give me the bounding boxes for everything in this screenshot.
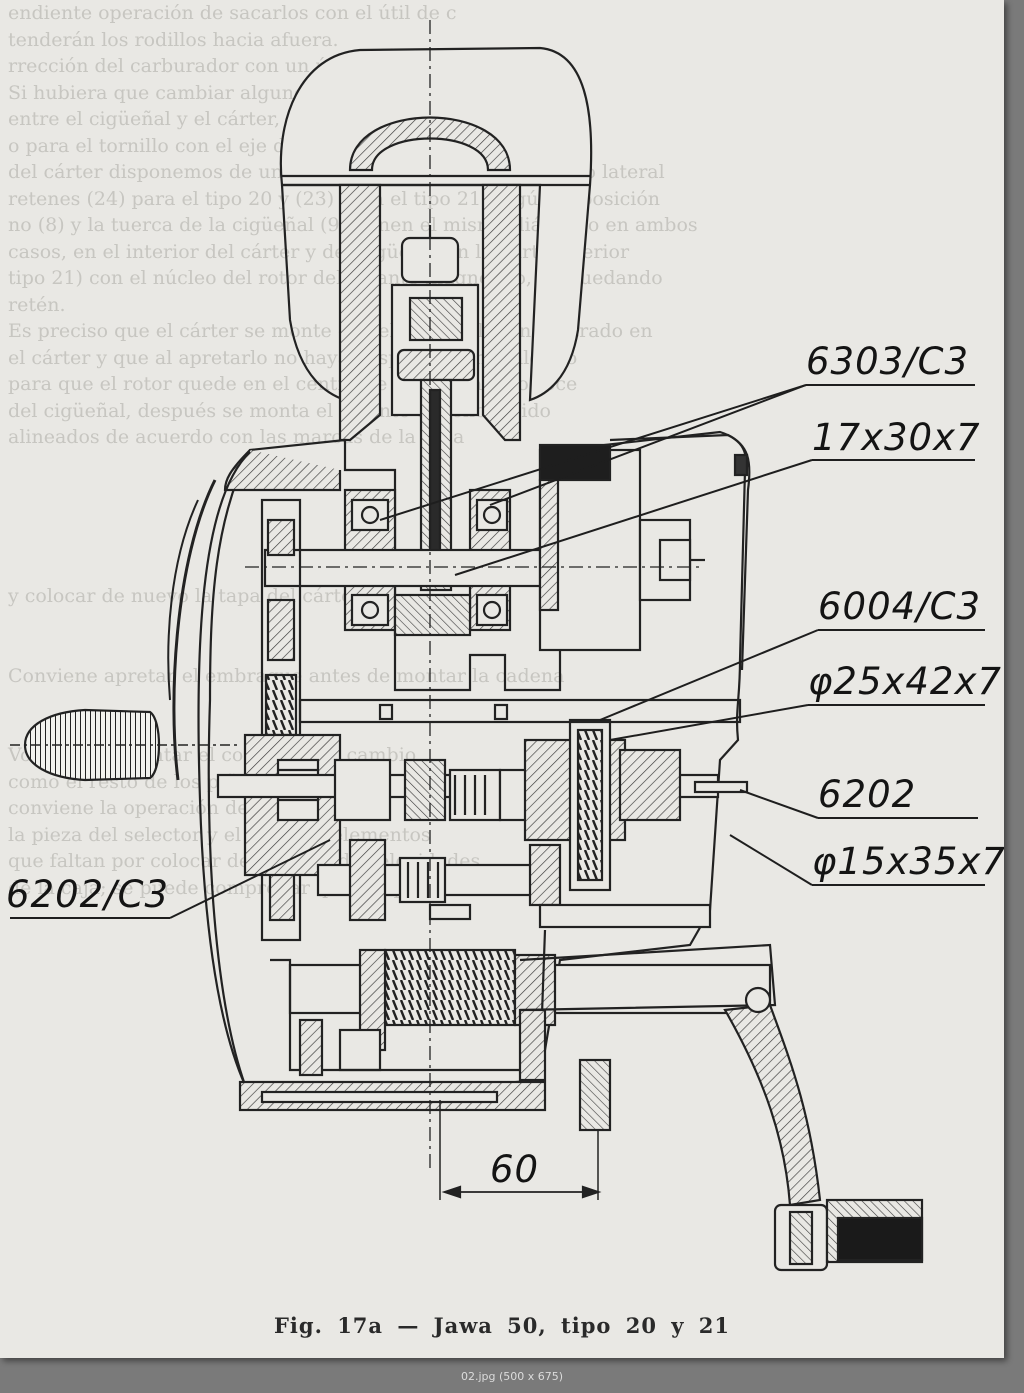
cylinder-wall-left	[338, 183, 382, 442]
callout-17x30x7: 17x30x7	[812, 416, 981, 459]
crankcase-through-bolt	[298, 698, 742, 724]
callout-6202: 6202	[818, 773, 917, 816]
left-clutch-cover	[197, 451, 251, 1086]
bleed-through-line: tenderán los rodillos hacia afuera.	[8, 28, 339, 51]
kickstart-spring	[383, 948, 517, 1027]
callout-6004-c3: 6004/C3	[818, 585, 982, 628]
cylinder-head-dome	[348, 116, 512, 172]
crankcase-upper-wall	[223, 449, 342, 492]
scanned-page: endiente operación de sacarlos con el út…	[0, 0, 1004, 1358]
bleed-through-line: retén.	[8, 293, 66, 316]
cylinder-cooling-shroud	[279, 46, 593, 402]
callout-15x35x7: φ15x35x7	[812, 840, 1004, 883]
figure-caption: Fig. 17a — Jawa 50, tipo 20 y 21	[274, 1313, 730, 1338]
bleed-through-line: casos, en el interior del cárter y del c…	[8, 240, 630, 263]
callout-6303-c3: 6303/C3	[806, 340, 970, 383]
cylinder-shroud-lower	[280, 184, 346, 402]
drain-plug	[578, 1058, 612, 1132]
callout-6202-c3: 6202/C3	[6, 873, 170, 916]
kickstart-lever	[723, 1003, 822, 1207]
viewer-status-bar: 02.jpg (500 x 675)	[460, 1370, 564, 1383]
crank-main-bearing-left	[350, 498, 390, 532]
cylinder-wall-right	[481, 183, 522, 442]
engine-cross-section-drawing	[10, 20, 985, 1272]
callout-25x42x7: φ25x42x7	[808, 660, 1002, 703]
bleed-through-line: endiente operación de sacarlos con el út…	[8, 2, 457, 24]
dimension-label: 60	[490, 1148, 540, 1191]
